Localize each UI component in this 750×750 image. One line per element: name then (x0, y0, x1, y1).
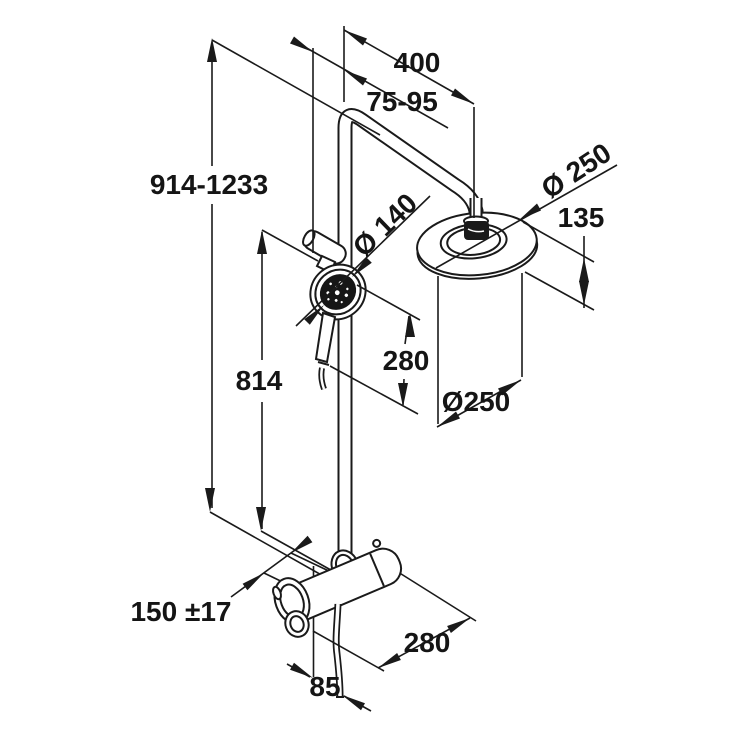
dim-label-mixer-projection: 280 (404, 627, 451, 658)
dim-label-head-diameter-alt: Ø250 (442, 386, 511, 417)
dim-label-head-height: 135 (558, 202, 605, 233)
dim-label-hose-offset: 85 (309, 671, 340, 702)
hand-shower-holder (302, 229, 347, 265)
thermostat-knob (272, 577, 311, 638)
dim-label-bracket-range: 75-95 (366, 86, 438, 117)
dimension-labels: 400 75-95 914-1233 Ø 250 135 Ø 140 280 8… (130, 47, 616, 702)
dim-label-overall-height: 914-1233 (150, 169, 268, 200)
shower-fixture (272, 108, 539, 698)
hand-shower-handle (314, 311, 337, 364)
dimension-lines (205, 26, 618, 712)
hand-shower-head (309, 263, 367, 321)
hand-shower-hose-stub (317, 361, 330, 366)
connector-nut (464, 221, 489, 240)
dim-label-head-diameter: Ø 250 (536, 137, 617, 205)
dim-label-hand-shower-drop: 280 (383, 345, 430, 376)
dim-label-hand-shower-diameter: Ø 140 (347, 187, 423, 262)
dim-label-rail-length: 814 (236, 365, 283, 396)
dim-label-supply-spacing: 150 ±17 (130, 596, 231, 627)
dim-label-arm-length: 400 (394, 47, 441, 78)
mixer-hose (332, 603, 344, 698)
